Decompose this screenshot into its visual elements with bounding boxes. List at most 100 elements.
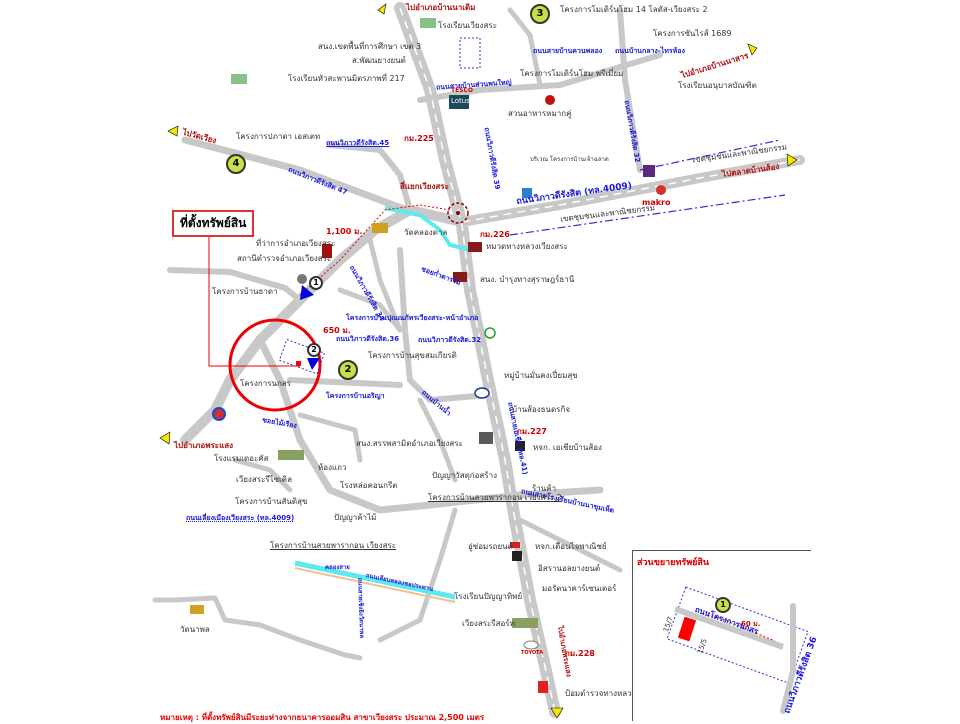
arrow-south[interactable] bbox=[550, 707, 564, 719]
place-label: โครงการบ้านสันติสุข bbox=[235, 497, 308, 506]
canal-south bbox=[294, 560, 456, 600]
place-label: มอรัตนาคาร์เซนเตอร์ bbox=[542, 584, 617, 593]
place-label: สี่แยกเวียงสระ bbox=[400, 182, 449, 191]
school-icon bbox=[420, 18, 436, 28]
place-label: โรงแรมเดอะคัส bbox=[214, 454, 269, 463]
footnote: หมายเหตุ : ที่ตั้งทรัพย์สินมีระยะห่างจาก… bbox=[160, 713, 485, 722]
road-label: ถนนวิภาวดีรังสิต.36 bbox=[336, 335, 400, 343]
road-label: ถนนวิภาวดีรังสิต.32 bbox=[418, 336, 482, 344]
ptt-icon-west bbox=[212, 407, 226, 421]
place-label: โครงการบ้านอริญา bbox=[326, 392, 385, 400]
distance-label-1: 1,100 ม. bbox=[326, 227, 363, 236]
arrow-north[interactable] bbox=[377, 3, 387, 15]
place-label: โรงเรียนปัญญาทิพย์ bbox=[454, 592, 523, 601]
place-label: อู่ซ่อมรถยนต์ bbox=[468, 542, 513, 551]
property-location-title: ที่ตั้งทรัพย์สิน bbox=[172, 210, 255, 237]
school-icon-2 bbox=[231, 74, 247, 84]
tesco-label: TESCO bbox=[451, 87, 474, 94]
police-icon bbox=[297, 274, 307, 284]
car-icon bbox=[510, 542, 520, 548]
hotel-icon bbox=[278, 450, 304, 460]
property-inset-panel: ส่วนขยายทรัพย์สิน 1 60 ม. ถนนโครงการนกสร… bbox=[632, 550, 820, 721]
inset-distance: 60 ม. bbox=[741, 620, 761, 628]
km-226: กม.226 bbox=[480, 230, 510, 239]
project-marker-2[interactable]: 2 bbox=[338, 360, 358, 380]
place-label: โครงการบ้านสวยพารากอน เวียงสระ 2 bbox=[428, 493, 562, 502]
place-label: โครงการบ้านสวยพารากอน เวียงสระ bbox=[270, 541, 397, 550]
place-label: สนง.สรรพสามิตอำเภอเวียงสระ bbox=[356, 439, 463, 448]
lotus-label: Lotus bbox=[451, 97, 470, 105]
zone-boundary-south bbox=[509, 194, 786, 236]
place-label: บริเวณ โครงการบ้านเจ้าฉลาด bbox=[530, 156, 609, 163]
road-label: คลองสาย bbox=[325, 564, 350, 571]
place-label: โครงการบ้านปุณณภัทรเวียงสระ-หน้าอำเภอ bbox=[346, 314, 479, 322]
map-icons bbox=[190, 18, 666, 693]
road-label: ถนนสายเชิงยิงวัดนาพล bbox=[356, 577, 366, 639]
place-label: หมวดทางหลวงเวียงสระ bbox=[486, 242, 568, 251]
place-label: ที่ว่าการอำเภอเวียงสระ bbox=[256, 239, 336, 248]
pillar-icon bbox=[538, 681, 548, 693]
pin-label-2: 2 bbox=[307, 343, 321, 357]
pin-2[interactable] bbox=[307, 358, 320, 370]
pin-1[interactable] bbox=[300, 285, 314, 300]
title-box-connector bbox=[208, 228, 300, 367]
place-label: โรงเรียนหัวสะพานมิตรภาพที่ 217 bbox=[288, 74, 405, 83]
inset-marker-1[interactable]: 1 bbox=[715, 597, 731, 613]
place-label: โครงการบ้านสุขสมเกียรติ bbox=[368, 351, 457, 360]
bank-icon bbox=[522, 188, 532, 198]
zone-boundary-north bbox=[639, 139, 781, 171]
place-label: หจก. เอเชียบ้านส้อง bbox=[533, 443, 602, 452]
place-label: สวนอาหารหมากคู่ bbox=[508, 109, 572, 118]
siam-bank-icon bbox=[643, 165, 655, 177]
arrow-east[interactable] bbox=[786, 153, 798, 167]
road-4009-centerline bbox=[461, 159, 801, 223]
shop-icon-2 bbox=[512, 551, 522, 561]
distance-label-3: 650 ม. bbox=[323, 326, 351, 335]
highway-office-icon bbox=[453, 272, 467, 282]
highway-dept-icon bbox=[468, 242, 482, 252]
canal bbox=[384, 206, 471, 252]
tesco-lotus-icon bbox=[449, 95, 469, 109]
pt-icon bbox=[484, 327, 496, 339]
place-label: โรงเรียนเวียงสระ bbox=[438, 21, 497, 30]
place-label: โครงการโมเดิร์นโฮม 14 โลตัส-เวียงสระ 2 bbox=[560, 5, 708, 14]
place-label: อิสรานอลยางยนต์ bbox=[538, 564, 601, 573]
makro-label: makro bbox=[642, 198, 671, 207]
ptt-icon bbox=[656, 185, 666, 195]
place-label: วัดคลองตาล bbox=[404, 228, 448, 237]
arrow-west[interactable] bbox=[159, 431, 171, 445]
temple-icon bbox=[372, 223, 388, 233]
toyota-label: TOYOTA bbox=[521, 650, 544, 656]
resort-icon bbox=[512, 618, 538, 628]
pin-label-1: 1 bbox=[309, 276, 323, 290]
toyota-icon bbox=[523, 640, 539, 650]
place-label: โรงหล่อคอนกรีต bbox=[340, 481, 398, 490]
property-lots bbox=[278, 338, 326, 375]
project-marker-3[interactable]: 3 bbox=[530, 4, 550, 24]
place-label: วัดนาพล bbox=[180, 625, 210, 634]
km-227: กม.227 bbox=[517, 427, 547, 436]
place-label: ปัญญาค้าไม้ bbox=[334, 513, 377, 522]
temple-icon-south bbox=[190, 605, 204, 614]
place-label: โครงการซันไรส์ 1689 bbox=[653, 29, 732, 38]
project-marker-4[interactable]: 4 bbox=[226, 154, 246, 174]
inset-map bbox=[666, 586, 809, 714]
place-label: โรงเรียนอนุบาลบัณฑิต bbox=[678, 81, 757, 90]
place-label: บ้านส้องธนดรกิจ bbox=[512, 405, 571, 414]
road-label: ถนนสายบ้านควนพลอง bbox=[533, 47, 603, 55]
place-label: ป้อมตำรวจทางหลวง bbox=[565, 689, 636, 698]
restaurant-icon bbox=[545, 95, 555, 105]
place-label: ปัญญาวัสดุก่อสร้าง bbox=[432, 471, 497, 480]
direction-north-label: ไปอำเภอบ้านนาเดิม bbox=[406, 3, 476, 12]
arrow-northeast[interactable] bbox=[747, 43, 758, 56]
road-label: ถนนบ้านกลาง-ไทรห้อง bbox=[615, 47, 685, 55]
place-label: โครงการโมเดิร์นโฮม พรีเมี่ยม bbox=[520, 69, 624, 78]
inset-title: ส่วนขยายทรัพย์สิน bbox=[637, 558, 710, 568]
tax-office-icon bbox=[479, 432, 493, 444]
route-path bbox=[299, 204, 451, 296]
road-label: ถนนเลี่ยงเมืองเวียงสระ (ทล.4009) bbox=[186, 514, 295, 522]
place-label: โครงการนกสร bbox=[240, 379, 291, 388]
arrow-northwest[interactable] bbox=[167, 125, 179, 137]
direction-west-label: ไปอำเภอพระแสง bbox=[174, 441, 234, 450]
